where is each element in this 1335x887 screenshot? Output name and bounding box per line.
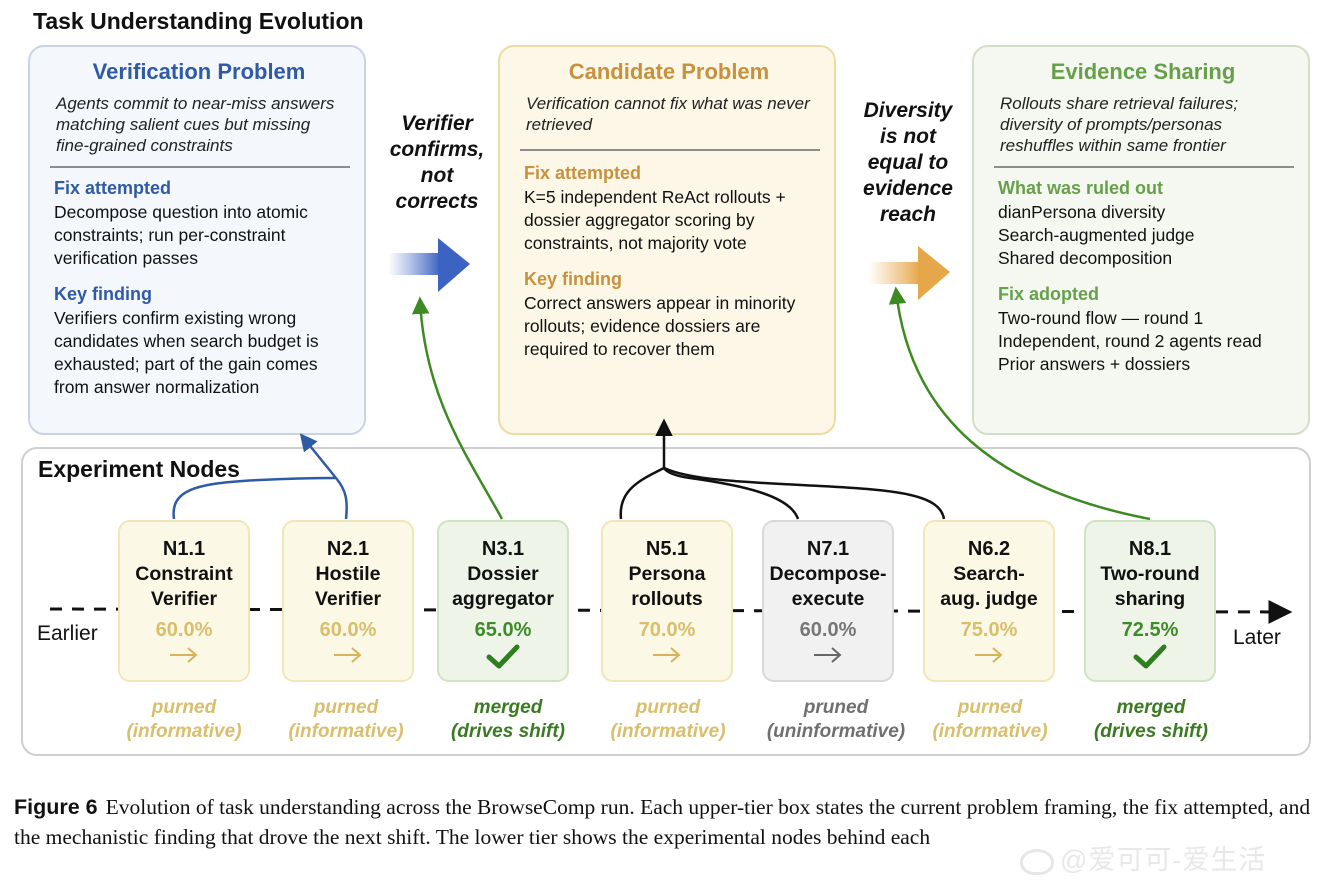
fix-adopted-body: Two-round flow — round 1 Independent, ro… [998,308,1262,374]
key-finding-body: Verifiers confirm existing wrong candida… [54,308,319,397]
node-name: Persona rollouts [628,563,706,610]
check-icon [486,644,520,669]
node-status: purned (informative) [126,697,242,742]
right-arrow-icon [975,647,1003,663]
node-status: purned (informative) [288,697,404,742]
box-title: Verification Problem [92,59,306,84]
box-subtitle: Verification cannot fix what was never r… [526,94,810,134]
verification-problem-box: Verification Problem Agents commit to ne… [28,45,366,435]
node-id: N8.1 [1128,538,1172,560]
node-card: N8.1 Two-round sharing 72.5% [1084,520,1216,682]
key-finding-heading: Key finding [54,284,152,304]
check-icon [1133,644,1167,669]
right-arrow-icon [334,647,362,663]
weibo-icon [1020,848,1054,875]
node-name: Hostile Verifier [314,563,382,610]
connector-n1-1 [172,476,337,520]
connector-n3-1 [411,296,504,520]
node-name: Constraint Verifier [135,563,233,610]
candidate-problem-box: Candidate Problem Verification cannot fi… [498,45,836,435]
right-arrow-icon [653,647,681,663]
box-subtitle: Rollouts share retrieval failures; diver… [1000,94,1239,155]
caption-label: Figure 6 [14,795,98,819]
timeline-later-label: Later [1233,626,1281,649]
box-subtitle: Agents commit to near-miss answers match… [56,94,335,155]
box-title: Evidence Sharing [1050,59,1236,84]
node-card: N2.1 Hostile Verifier 60.0% [282,520,414,682]
divider [520,149,820,151]
fix-adopted-heading: Fix adopted [998,284,1100,304]
divider [994,166,1294,168]
node-id: N2.1 [326,538,370,560]
node-id: N6.2 [967,538,1011,560]
node-id: N7.1 [806,538,850,560]
divider [50,166,350,168]
key-finding-body: Correct answers appear in minority rollo… [524,293,796,359]
node-status: purned (informative) [610,697,726,742]
node-score: 60.0% [155,619,213,641]
node-score: 65.0% [474,619,532,641]
node-name: Two-round sharing [1100,563,1200,610]
fix-attempted-body: Decompose question into atomic constrain… [54,202,308,268]
timeline-earlier-label: Earlier [37,622,98,645]
experiment-nodes-title: Experiment Nodes [38,456,240,482]
fix-attempted-body: K=5 independent ReAct rollouts + dossier… [524,187,786,253]
transition-label-1: Verifier confirms, not corrects [389,112,485,213]
node-card: N7.1 Decompose- execute 60.0% [762,520,894,682]
node-id: N3.1 [481,538,525,560]
node-status: merged (drives shift) [1093,697,1209,742]
watermark: @爱可可-爱生活 [1020,838,1266,877]
node-name: Decompose- execute [769,563,887,610]
box-title: Candidate Problem [568,59,770,84]
node-score: 72.5% [1121,619,1179,641]
node-status: pruned (uninformative) [766,697,906,742]
node-status: merged (drives shift) [450,697,566,742]
right-arrow-icon [170,647,198,663]
connector-n5-1 [619,466,665,520]
node-name: Dossier aggregator [452,563,554,610]
node-card: N3.1 Dossier aggregator 65.0% [437,520,569,682]
fix-attempted-heading: Fix attempted [54,178,172,198]
node-card: N1.1 Constraint Verifier 60.0% [118,520,250,682]
node-score: 60.0% [319,619,377,641]
connector-n6-2 [663,466,946,520]
node-id: N5.1 [645,538,689,560]
node-score: 75.0% [960,619,1018,641]
node-id: N1.1 [162,538,206,560]
caption-text: Evolution of task understanding across t… [14,795,1311,849]
connector-n2-1 [299,433,348,520]
node-status: purned (informative) [932,697,1048,742]
ruled-out-heading: What was ruled out [998,178,1164,198]
node-score: 70.0% [638,619,696,641]
transition-arrow-2 [868,246,950,300]
right-arrow-icon [814,647,842,663]
node-name: Search- aug. judge [940,563,1038,610]
ruled-out-body: dianPersona diversity Search-augmented j… [998,202,1195,268]
connector-n7-1 [662,467,800,520]
transition-arrow-1 [388,238,470,292]
transition-label-2: Diversity is not equal to evidence reach [863,99,953,226]
watermark-text: @爱可可-爱生活 [1060,845,1267,875]
key-finding-heading: Key finding [524,269,622,289]
fix-attempted-heading: Fix attempted [524,163,642,183]
node-card: N6.2 Search- aug. judge 75.0% [923,520,1055,682]
connector-n8-1 [888,286,1151,521]
figure-title: Task Understanding Evolution [33,8,364,34]
evidence-sharing-box: Evidence Sharing Rollouts share retrieva… [972,45,1310,435]
node-card: N5.1 Persona rollouts 70.0% [601,520,733,682]
node-score: 60.0% [799,619,857,641]
